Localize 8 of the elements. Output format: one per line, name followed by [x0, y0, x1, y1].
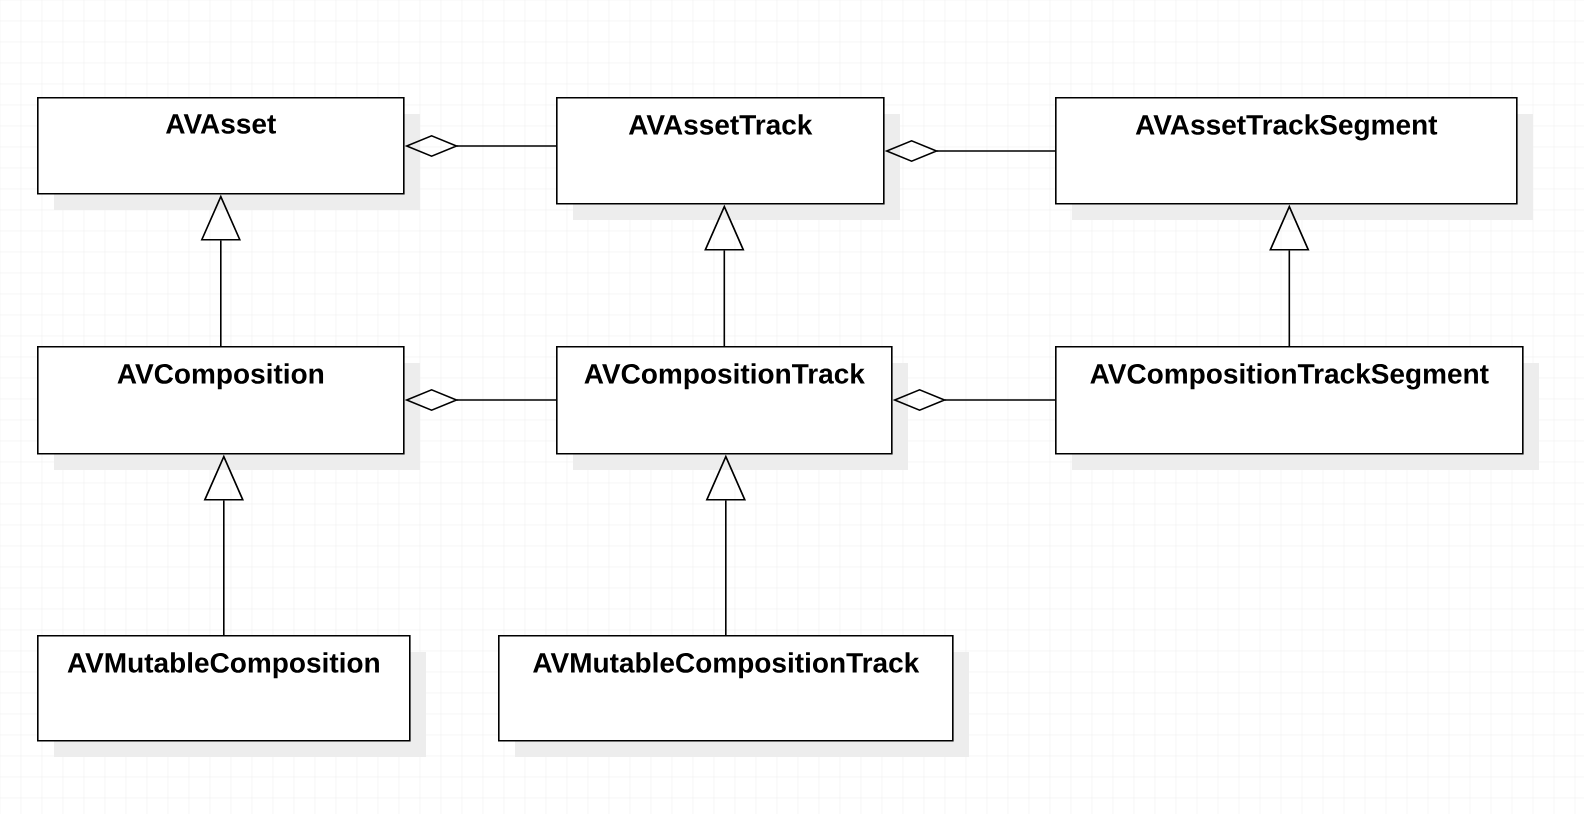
- class-box: AVCompositionTrackSegment: [1055, 346, 1539, 470]
- class-box: AVAsset: [37, 97, 420, 210]
- class-box: AVMutableComposition: [37, 635, 426, 757]
- class-box: AVComposition: [37, 346, 420, 470]
- class-box: AVMutableCompositionTrack: [498, 635, 969, 757]
- class-box: AVAssetTrack: [556, 97, 900, 220]
- class-box: AVAssetTrackSegment: [1055, 97, 1533, 220]
- class-box: AVCompositionTrack: [556, 346, 908, 470]
